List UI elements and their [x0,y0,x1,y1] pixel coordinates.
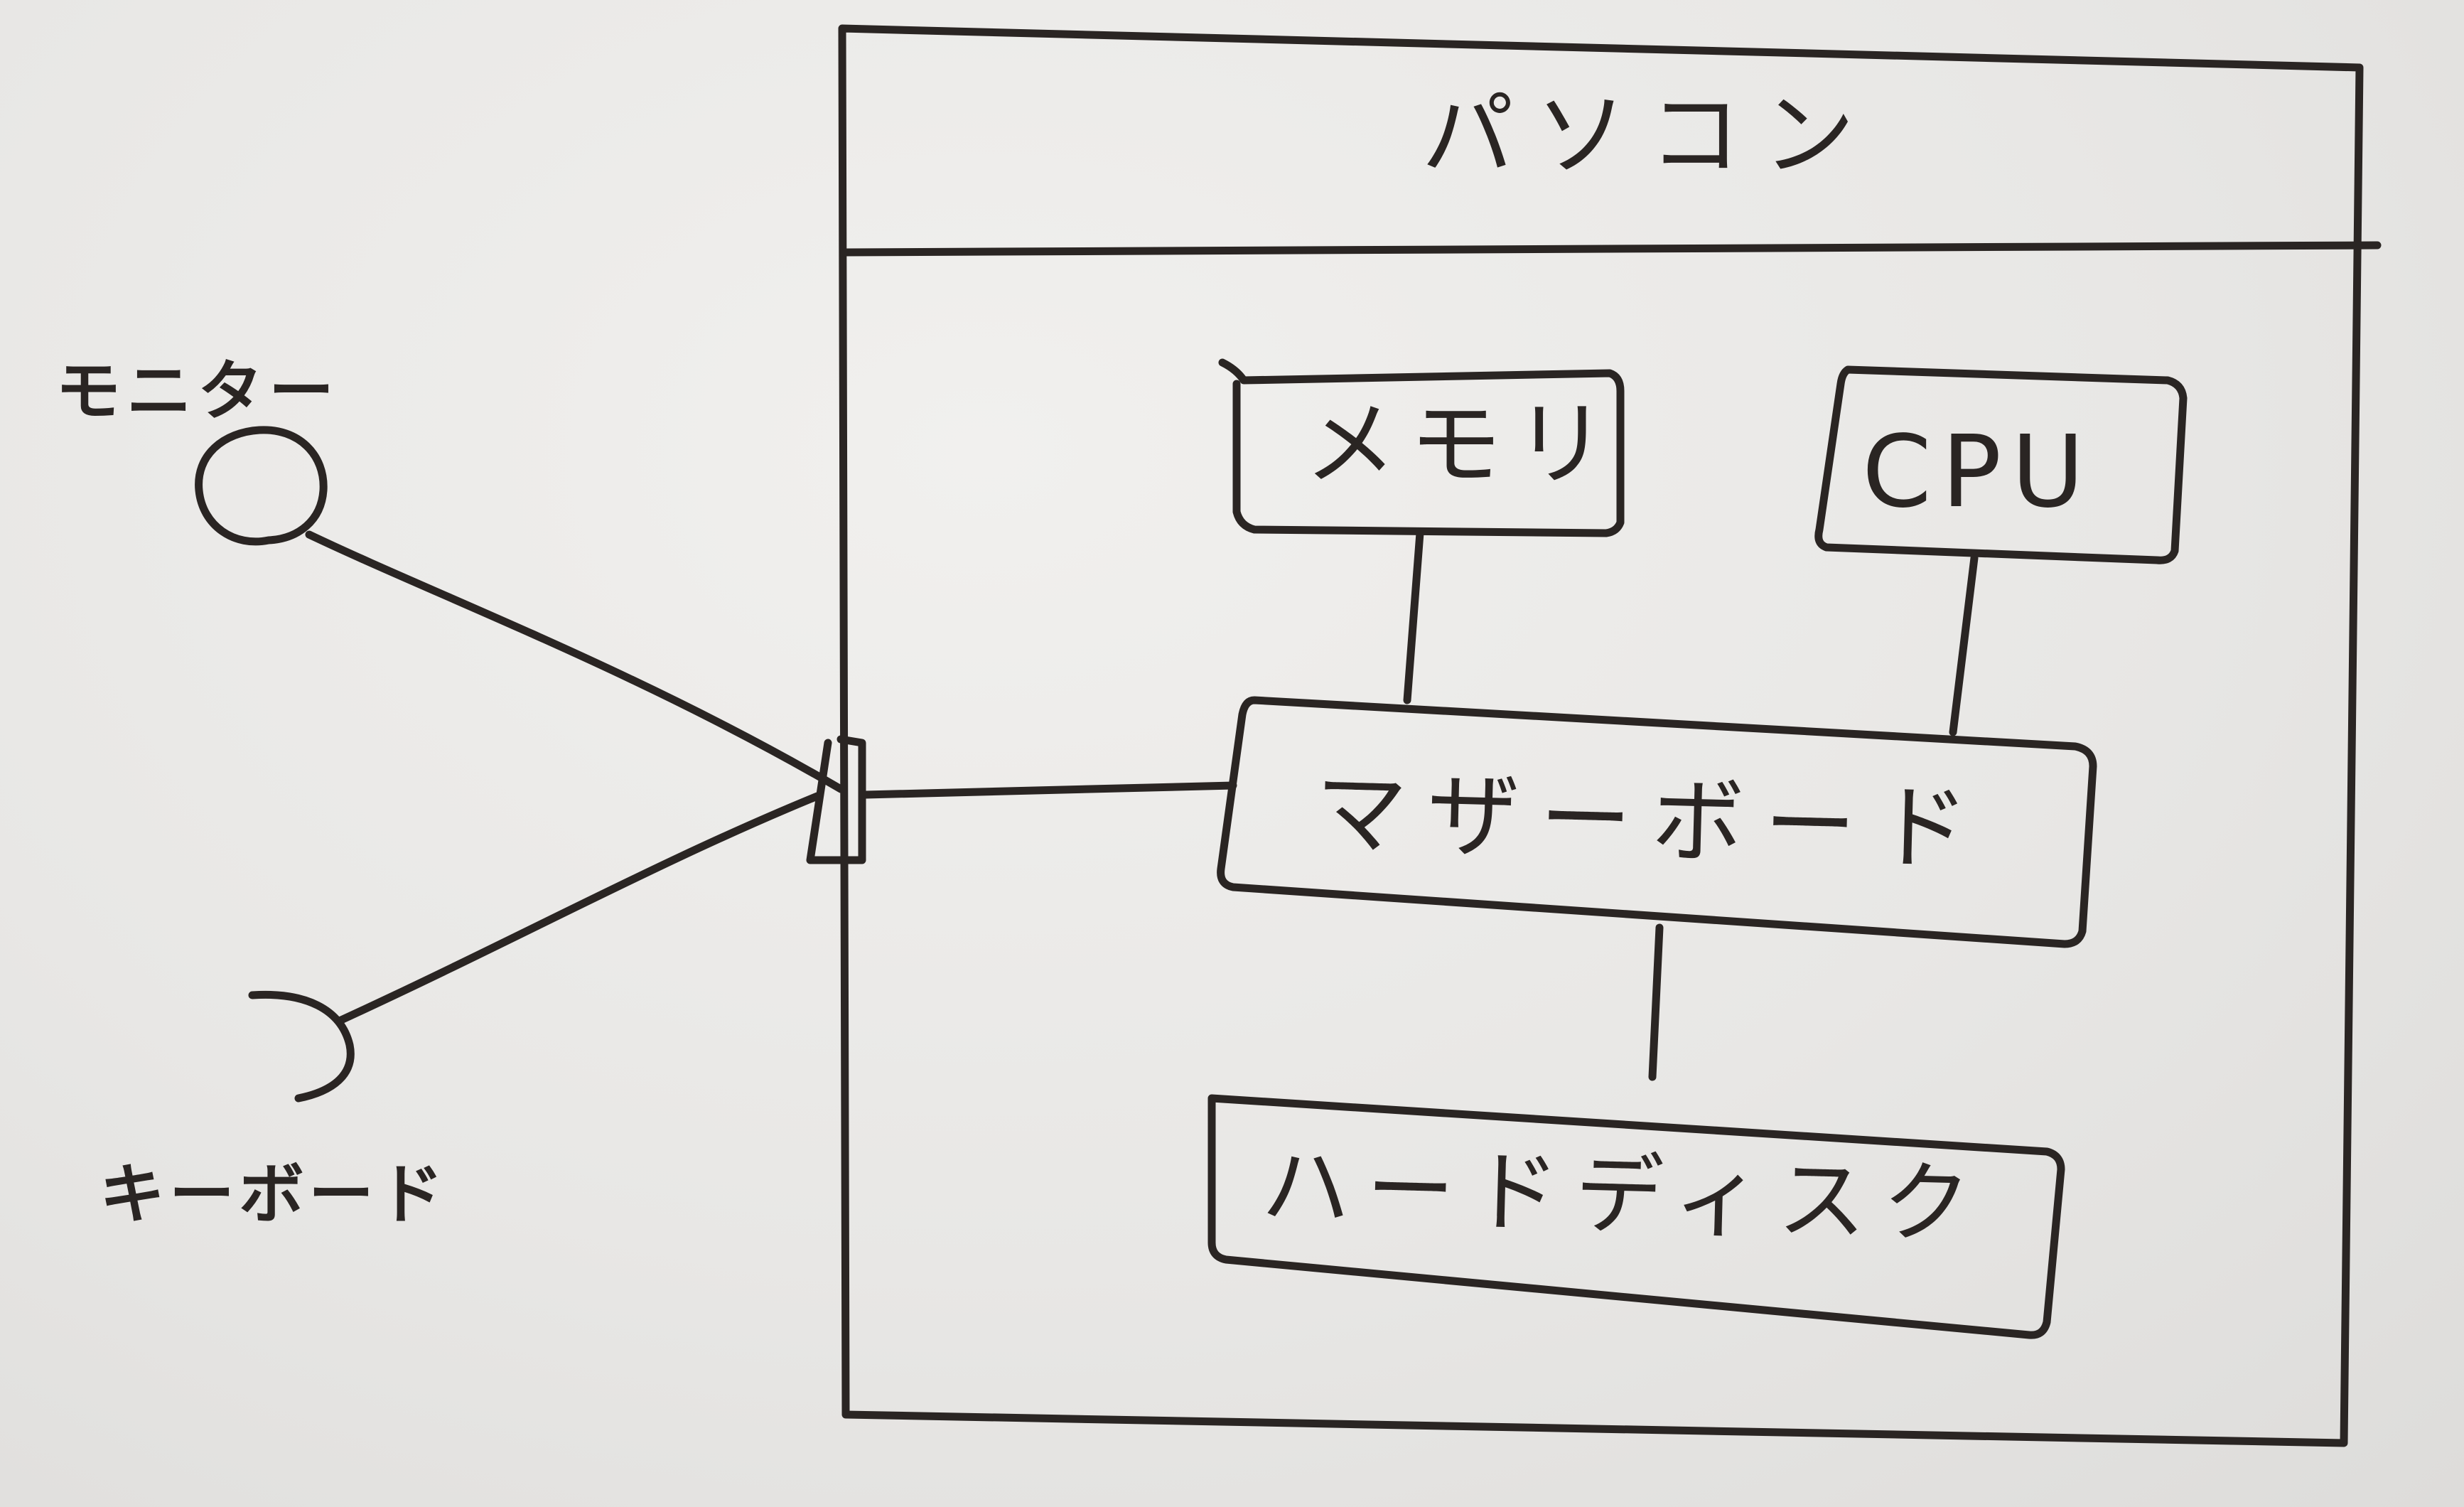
port-to-motherboard-line [861,781,1237,799]
keyboard-arc [248,990,355,1103]
motherboard-to-hard-disk-line [1648,923,1664,1081]
motherboard-box [1217,696,2097,948]
keyboard-cable [337,792,822,1024]
pc-outer-box [838,24,2364,1447]
motherboard-label: マザーボード [1313,758,1990,884]
memory-label: メモリ [1304,390,1620,498]
pc-title-divider [841,241,2382,257]
hard-disk-box [1207,1094,2065,1339]
memory-to-motherboard-line [1403,529,1424,704]
memory-box [1218,358,1625,537]
monitor-cable [305,530,845,793]
external-port [806,735,866,864]
pc-title: パソコン [1421,81,1877,189]
cpu-to-motherboard-line [1949,554,1979,736]
monitor-circle [195,426,328,546]
cpu-box [1814,365,2188,564]
monitor-label: モニター [55,353,340,429]
cpu-label: CPU [1862,414,2094,530]
hard-disk-label: ハードディスク [1260,1135,1988,1257]
keyboard-label: キーボード [99,1157,448,1233]
